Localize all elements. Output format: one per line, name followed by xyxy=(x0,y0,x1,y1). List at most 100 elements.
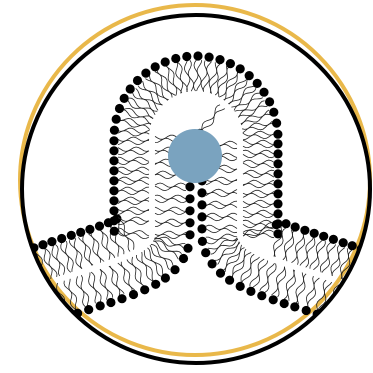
lipid-tail xyxy=(153,241,182,254)
lipid-tail xyxy=(300,237,314,265)
lipid-head xyxy=(273,169,282,178)
lipid-tail xyxy=(18,258,30,287)
lipid-head xyxy=(62,312,71,321)
lipid-head xyxy=(259,88,268,97)
protein-sphere xyxy=(168,129,222,183)
lipid-tail xyxy=(148,248,163,275)
lipid-head xyxy=(300,226,309,235)
lipid-head xyxy=(109,186,118,195)
lipid-head xyxy=(109,196,118,205)
lipid-head xyxy=(170,265,179,274)
lipid-head xyxy=(197,212,206,221)
lipid-head xyxy=(272,119,281,128)
lipid-head xyxy=(38,240,47,249)
lipid-head xyxy=(335,317,344,326)
lipid-head xyxy=(129,290,138,299)
lipid-head xyxy=(109,136,118,145)
lipid-head xyxy=(179,254,188,263)
lipid-head xyxy=(185,206,194,215)
lipid-head xyxy=(182,52,191,61)
lipid-head xyxy=(366,248,373,257)
lipid-tail xyxy=(118,170,149,174)
lipid-tail xyxy=(74,238,82,269)
lipid-tail xyxy=(342,290,354,319)
lipid-tail xyxy=(89,272,97,303)
lipid-tail xyxy=(265,264,276,293)
lipid-head xyxy=(140,285,149,294)
lipid-head xyxy=(329,235,338,244)
lipid-tail xyxy=(31,293,47,320)
lipid-head xyxy=(225,276,234,285)
lipid-head xyxy=(197,188,206,197)
lipid-tail xyxy=(155,210,186,214)
lipid-tail xyxy=(81,275,89,306)
lipid-head xyxy=(205,53,214,62)
lipid-tail xyxy=(242,121,272,129)
lipid-tail xyxy=(243,220,274,224)
lipid-head xyxy=(197,224,206,233)
lipid-head xyxy=(109,206,118,215)
lipid-tail xyxy=(313,241,325,270)
lipid-head xyxy=(185,218,194,227)
lipid-tail xyxy=(154,239,184,249)
lipid-head xyxy=(76,228,85,237)
lipid-tail xyxy=(118,157,149,161)
lipid-tail xyxy=(243,183,274,187)
lipid-tail xyxy=(272,267,285,295)
lipid-head xyxy=(253,79,262,88)
lipid-head xyxy=(290,302,299,311)
lipid-head xyxy=(273,209,282,218)
lipid-tail xyxy=(206,193,237,197)
lipid-head xyxy=(109,216,118,225)
lipid-tail xyxy=(197,60,202,91)
lipid-head xyxy=(126,84,135,93)
lipid-tail xyxy=(241,254,254,282)
lipid-head xyxy=(273,189,282,198)
lipid-tail xyxy=(100,269,108,300)
lipid-head xyxy=(216,269,225,278)
lipid-head xyxy=(95,222,104,231)
lipid-head xyxy=(109,156,118,165)
lipid-tail xyxy=(118,233,149,239)
lipid-head xyxy=(246,287,255,296)
lipid-head xyxy=(269,295,278,304)
lipid-head xyxy=(109,146,118,155)
lipid-head xyxy=(310,229,319,238)
lipid-head xyxy=(110,227,119,236)
lipid-tail xyxy=(252,261,267,288)
lipid-tail xyxy=(30,293,42,322)
lipid-head xyxy=(193,51,202,60)
lipid-tail xyxy=(297,234,305,265)
lipid-tail xyxy=(331,245,339,276)
lipid-head xyxy=(273,149,282,158)
lipid-head xyxy=(257,291,266,300)
lipid-head xyxy=(198,237,207,246)
lipid-tail xyxy=(310,240,323,269)
lipid-tail xyxy=(155,183,186,187)
lipid-head xyxy=(201,248,210,257)
lipid-head xyxy=(236,282,245,291)
lipid-head xyxy=(272,220,281,229)
lipid-tail xyxy=(232,253,251,278)
lipid-tail xyxy=(155,195,186,199)
lipid-tail xyxy=(118,177,149,181)
lipid-tail xyxy=(121,262,134,290)
lipid-head xyxy=(120,94,129,103)
lipid-head xyxy=(117,294,126,303)
lipid-bilayer xyxy=(11,51,373,329)
lipid-tail xyxy=(155,231,186,235)
lipid-head xyxy=(85,225,94,234)
lipid-head xyxy=(51,316,60,325)
lipid-tail xyxy=(243,200,274,204)
lipid-head xyxy=(319,232,328,241)
lipid-head xyxy=(273,159,282,168)
lipid-head xyxy=(151,280,160,289)
lipid-tail xyxy=(24,256,37,284)
lipid-head xyxy=(273,130,282,139)
lipid-head xyxy=(185,230,194,239)
lipid-head xyxy=(273,199,282,208)
lipid-tail xyxy=(243,160,274,164)
lipid-head xyxy=(185,194,194,203)
lipid-tail xyxy=(118,167,149,171)
